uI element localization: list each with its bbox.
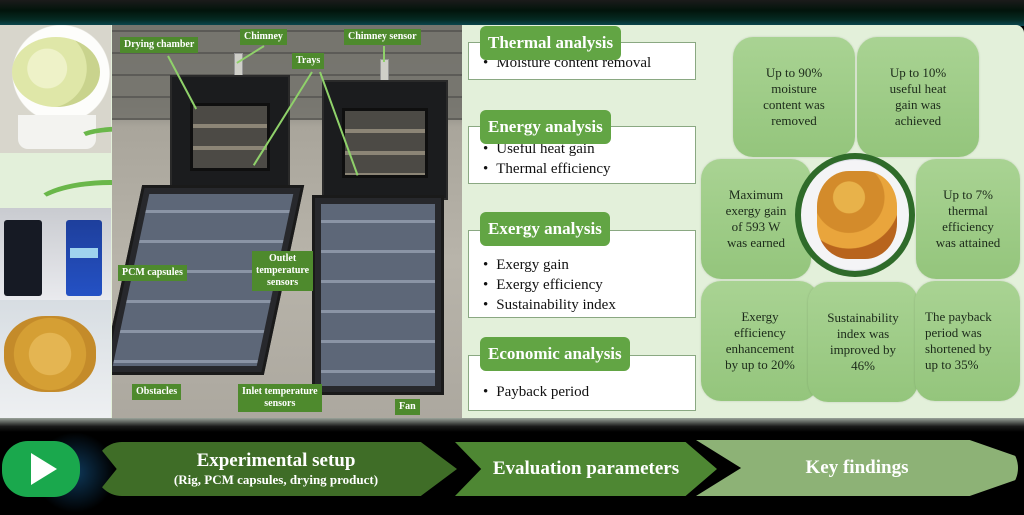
item-exergy-efficiency: Exergy efficiency (483, 275, 616, 295)
dried-product-plate-image (795, 153, 915, 277)
pointer-chimney-sensor (383, 46, 385, 62)
label-outlet-sensors: Outlet temperature sensors (252, 251, 314, 291)
economic-items: Payback period (483, 382, 589, 402)
label-inlet-sensors: Inlet temperature sensors (238, 384, 322, 412)
header-economic-analysis: Economic analysis (480, 337, 630, 371)
label-chimney-sensor: Chimney sensor (344, 29, 421, 45)
label-chimney: Chimney (240, 29, 287, 45)
label-drying-chamber: Drying chamber (120, 37, 199, 53)
solar-collector-right (312, 195, 444, 395)
fresh-melon-photo (0, 25, 111, 153)
arrow-cans-to-capsules-icon (30, 180, 190, 240)
drying-chamber-right (322, 80, 448, 200)
item-payback-period: Payback period (483, 382, 589, 402)
flow-step-evaluation-parameters: Evaluation parameters (455, 442, 717, 496)
item-useful-heat-gain: Useful heat gain (483, 139, 611, 159)
top-gradient-bar (0, 0, 1024, 26)
play-icon (31, 453, 57, 485)
flow-step-experimental-setup: Experimental setup (Rig, PCM capsules, d… (95, 442, 457, 496)
experimental-rig-photo: Drying chamber Chimney Chimney sensor Tr… (112, 25, 462, 418)
play-button[interactable] (2, 441, 80, 497)
label-fan: Fan (395, 399, 420, 415)
exergy-items: Exergy gain Exergy efficiency Sustainabi… (483, 255, 616, 315)
header-thermal-analysis: Thermal analysis (480, 26, 622, 60)
label-obstacles: Obstacles (132, 384, 182, 400)
label-trays: Trays (292, 53, 325, 69)
item-exergy-gain: Exergy gain (483, 255, 616, 275)
label-pcm-capsules: PCM capsules (118, 265, 187, 281)
flow-step-key-findings: Key findings (696, 440, 1018, 496)
item-thermal-efficiency: Thermal efficiency (483, 159, 610, 179)
panel-shadow (0, 418, 1024, 432)
header-energy-analysis: Energy analysis (480, 110, 611, 144)
header-exergy-analysis: Exergy analysis (480, 212, 610, 246)
pcm-material-photo (0, 300, 111, 418)
energy-items: Useful heat gain Thermal efficiency (483, 139, 611, 179)
item-sustainability-index: Sustainability index (483, 295, 616, 315)
black-painted-can (4, 220, 42, 296)
